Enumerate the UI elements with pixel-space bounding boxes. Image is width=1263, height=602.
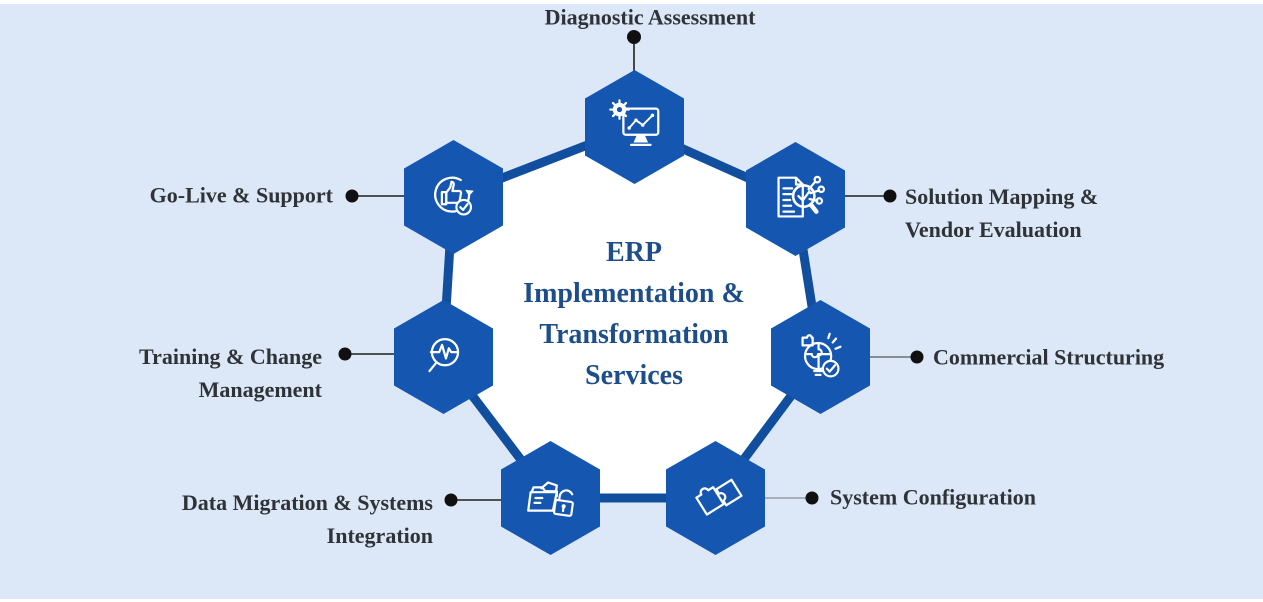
dot-solution-mapping xyxy=(883,189,897,203)
dot-go-live xyxy=(345,189,359,203)
node-label-training-change: Training & Change Management xyxy=(139,344,322,402)
puzzle-pieces-icon xyxy=(694,478,743,516)
hexagon-node-system-configuration xyxy=(666,441,765,555)
monitor-analytics-icon xyxy=(608,99,659,147)
node-label-go-live: Go-Live & Support xyxy=(149,182,333,208)
top-border xyxy=(0,0,1263,4)
thumbs-up-refresh-check-icon xyxy=(433,176,474,216)
node-label-solution-mapping: Solution Mapping & Vendor Evaluation xyxy=(905,184,1099,242)
bottom-border xyxy=(0,599,1263,602)
center-title: ERP Implementation & Transformation Serv… xyxy=(523,237,745,391)
node-label-data-migration: Data Migration & Systems Integration xyxy=(181,490,433,548)
folder-lock-icon xyxy=(526,481,574,517)
hexagon-node-solution-mapping xyxy=(746,142,845,256)
dot-system-config xyxy=(805,491,819,505)
node-label-commercial-structuring: Commercial Structuring xyxy=(933,344,1165,370)
magnifier-pulse-icon xyxy=(427,337,459,373)
hexagon-node-training-change xyxy=(394,300,493,414)
hexagon-node-commercial-structuring xyxy=(771,300,870,414)
dot-training xyxy=(338,347,352,361)
hexagon-node-go-live xyxy=(404,140,503,254)
puzzle-globe-check-icon xyxy=(800,332,841,378)
document-search-network-icon xyxy=(776,175,825,218)
hexagon-node-data-migration xyxy=(501,441,600,555)
dot-commercial xyxy=(910,350,924,364)
node-label-system-configuration: System Configuration xyxy=(830,484,1036,510)
node-label-diagnostic-assessment: Diagnostic Assessment xyxy=(544,4,756,30)
dot-data-migration xyxy=(444,493,458,507)
dot-diagnostic xyxy=(627,30,641,44)
hexagon-node-diagnostic-assessment xyxy=(585,70,684,184)
